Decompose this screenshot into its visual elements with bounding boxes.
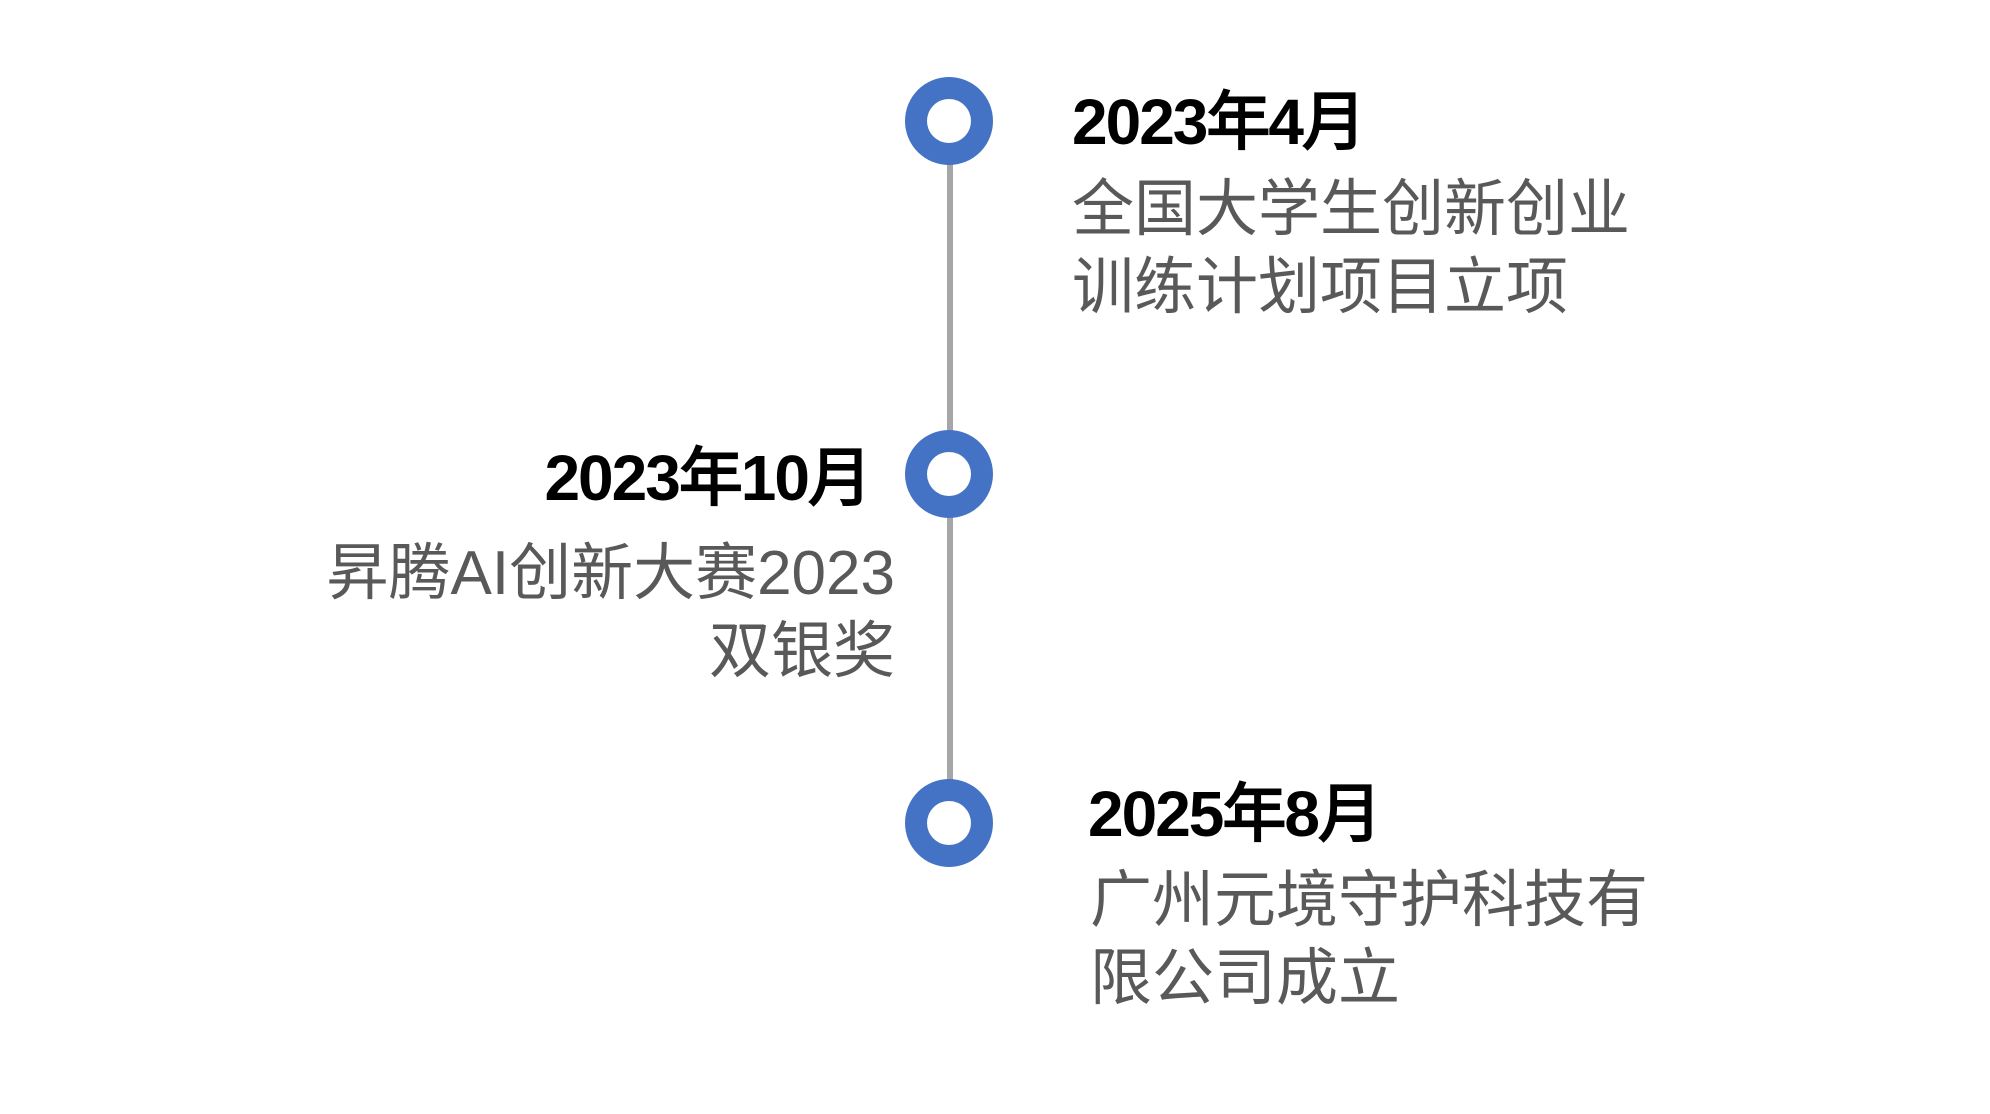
- event-description: 昇腾AI创新大赛2023 双银奖: [326, 535, 895, 691]
- event-description-line: 广州元境守护科技有: [1090, 866, 1649, 935]
- event-date: 2025年8月: [1088, 778, 1382, 850]
- event-description-line: 双银奖: [708, 617, 895, 686]
- timeline-node-icon: [905, 779, 993, 867]
- timeline-node-icon: [905, 77, 993, 165]
- timeline-node-icon: [905, 430, 993, 518]
- event-description-line: 训练计划项目立项: [1072, 253, 1569, 322]
- event-description: 广州元境守护科技有 限公司成立: [1090, 862, 1648, 1018]
- event-description-line: 限公司成立: [1090, 944, 1401, 1013]
- event-description-line: 昇腾AI创新大赛2023: [326, 539, 895, 608]
- event-description: 全国大学生创新创业 训练计划项目立项: [1072, 171, 1630, 327]
- event-description-line: 全国大学生创新创业: [1072, 175, 1631, 244]
- event-date: 2023年10月: [544, 442, 872, 514]
- event-date: 2023年4月: [1072, 86, 1366, 158]
